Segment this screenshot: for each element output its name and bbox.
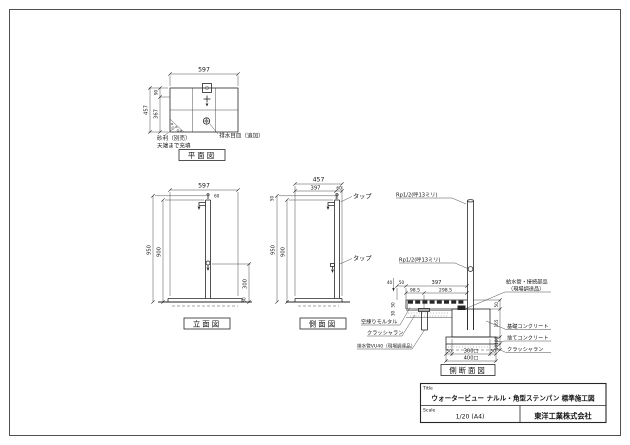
section-caption-text: 側断面図: [449, 366, 487, 375]
plan-caption-text: 平面図: [188, 151, 216, 160]
section-dim-397: 397: [432, 280, 442, 286]
front-dim-post-height: 900: [157, 247, 163, 257]
section-dim-right-100: 100: [494, 336, 499, 344]
section-label-mortar: 空練りモルタル: [361, 318, 397, 326]
section-label-lean-concrete: 捨てコンクリート: [507, 334, 549, 342]
plan-dim-top: 90: [154, 90, 159, 96]
side-dimensions: 457 397 60 950 900 50: [270, 177, 345, 305]
section-dim-300sq: 300□: [464, 349, 479, 355]
front-dim-overall-height: 950: [147, 245, 153, 255]
section-dim-right-165: 165: [494, 319, 499, 327]
section-view: Rp1/2(呼13ミリ) Rp1/2(呼13ミリ): [357, 192, 551, 376]
side-tap-label-bottom: タップ: [353, 255, 372, 263]
section-label-foundation: 基礎コンクリート: [507, 322, 549, 330]
section-caption: 側断面図: [440, 364, 496, 376]
section-dim-98-5: 98.5: [410, 288, 420, 294]
front-faucet-icon: [197, 193, 210, 210]
plan-post-faucet-symbol: [202, 83, 212, 107]
section-label-crusher-right: クラッシャラン: [507, 346, 543, 353]
section-dim-bottom-50r: 50: [490, 349, 496, 354]
title-block-frame: [419, 382, 607, 424]
section-pipe-spec-top: Rp1/2(呼13ミリ): [396, 192, 437, 199]
drawing-title: ウォータービュー ナルル・角型ステンパン 標準施工図: [431, 394, 595, 403]
plan-dim-height: 457: [144, 105, 150, 115]
section-dim-298-5: 298.5: [439, 288, 452, 294]
front-dim-post-width: 60: [214, 194, 220, 199]
plan-note-gravel-line1: 砂利（別売）: [157, 134, 191, 142]
section-dim-crusher: 30: [391, 311, 396, 317]
section-foundation: [445, 305, 497, 351]
section-dim-bottom-50l: 50: [446, 349, 452, 354]
section-dim-pan-depth: 50: [391, 302, 396, 308]
side-dim-depth: 457: [313, 177, 325, 184]
plan-drain-symbol: [202, 117, 211, 125]
section-right-dimensions: 50 165 100 50: [473, 297, 503, 353]
plan-dim-width: 597: [198, 67, 210, 74]
plan-dim-body: 367: [154, 109, 160, 119]
plan-dimensions: 597 457 90 367: [144, 67, 240, 134]
title-block: Title ウォータービュー ナルル・角型ステンパン 標準施工図 Scale 1…: [419, 382, 607, 424]
side-tap-label-top: タップ: [353, 193, 372, 201]
section-dim-right-50b: 50: [494, 345, 499, 351]
section-label-drain-pipe: 排水管VU40（現場調達品）: [357, 343, 415, 350]
side-lower-tap-icon: [330, 263, 335, 273]
section-label-crusher-left: クラッシャラン: [367, 330, 403, 337]
side-view: タップ タップ 457 397 60 950 900 50: [270, 177, 372, 330]
front-dimensions: 597 60 950 900 300 50: [147, 183, 251, 305]
plan-view: 597 457 90 367 砂利（別売） 天端まで充填 排水目皿（追加） 平面…: [144, 67, 264, 161]
plan-gravel-hatch: [169, 118, 185, 133]
scale-label: Scale: [423, 408, 436, 414]
section-bottom-dimensions: 50 300□ 50 400□: [443, 339, 499, 364]
front-dim-pan-height: 50: [242, 297, 247, 303]
section-left-labels: 空練りモルタル クラッシャラン 排水管VU40（現場調達品）: [357, 307, 425, 350]
side-tap-labels: タップ タップ: [339, 193, 372, 265]
side-dim-post: 60: [336, 185, 342, 190]
section-pan-assembly: [405, 299, 467, 318]
side-faucet-icon: [326, 193, 339, 210]
front-caption: 立面図: [183, 317, 231, 330]
side-dim-post-height: 900: [281, 247, 287, 257]
scale-value: 1/20 (A4): [456, 414, 485, 421]
section-dim-right-50a: 50: [494, 302, 499, 308]
side-caption: 側面図: [299, 317, 347, 330]
section-dim-400sq: 400□: [464, 356, 479, 362]
front-ground-pan: [158, 298, 252, 307]
plan-caption: 平面図: [178, 149, 226, 161]
side-dim-top-offset: 50: [270, 196, 275, 202]
front-dim-tap-height: 300: [243, 279, 249, 289]
front-lower-tap-icon: [205, 260, 211, 271]
section-top-dimensions: 50 397 98.5 298.5 40 50 30: [387, 278, 470, 317]
section-pipe: [467, 199, 474, 330]
section-drain-pipe: [418, 308, 430, 331]
section-right-labels: 給水管・接続部品 （現場調達品） 基礎コンクリート 捨てコンクリート クラッシャ…: [465, 278, 551, 353]
section-dim-50: 50: [399, 280, 405, 285]
company-name: 東洋工業株式会社: [533, 411, 592, 420]
plan-note-drain: 排水目皿（追加）: [219, 132, 264, 140]
section-pipe-spec-labels: Rp1/2(呼13ミリ) Rp1/2(呼13ミリ): [396, 192, 468, 269]
plan-pan-outline: [169, 87, 239, 133]
title-label: Title: [422, 386, 433, 392]
side-caption-text: 側面図: [309, 319, 337, 328]
side-dim-body: 397: [311, 185, 321, 191]
plan-notes: 砂利（別売） 天端まで充填 排水目皿（追加）: [157, 123, 264, 150]
plan-note-gravel-line2: 天端まで充填: [157, 142, 191, 150]
section-label-supply-line2: （現場調達品）: [508, 285, 544, 293]
side-ground-pan: [286, 298, 350, 307]
section-dim-40: 40: [387, 280, 393, 285]
sheet-border-frame: [9, 9, 621, 436]
section-label-supply-line1: 給水管・接続部品: [506, 278, 548, 286]
front-caption-text: 立面図: [193, 319, 221, 328]
front-dim-width: 597: [198, 183, 210, 190]
section-pipe-spec-mid: Rp1/2(呼13ミリ): [399, 257, 440, 264]
side-post: [334, 199, 340, 299]
front-elevation-view: 597 60 950 900 300 50 立面図: [147, 183, 252, 330]
front-post: [205, 199, 211, 299]
side-dim-overall-height: 950: [271, 245, 277, 255]
